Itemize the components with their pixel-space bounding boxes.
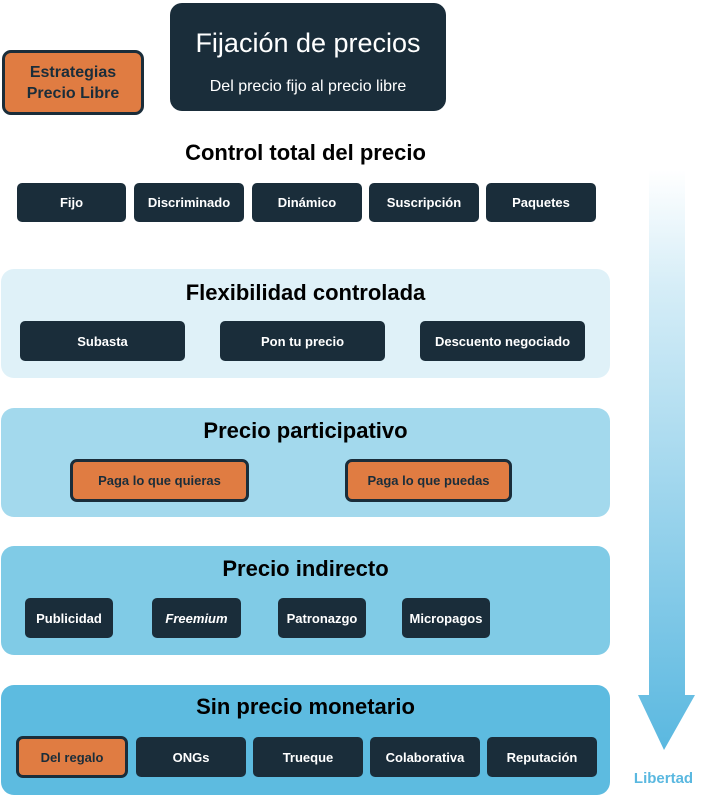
page-subtitle: Del precio fijo al precio libre [209,78,407,95]
item-paquetes: Paquetes [486,183,596,222]
section-title: Sin precio monetario [196,694,415,719]
item-publicidad: Publicidad [25,598,113,638]
item-patronazgo: Patronazgo [278,598,366,638]
section-title: Precio participativo [203,418,408,443]
item-discriminado: Discriminado [134,183,244,222]
item-paga-lo-que-puedas: Paga lo que puedas [345,459,512,502]
item-suscripcion: Suscripción [369,183,479,222]
item-reputacion: Reputación [487,737,597,777]
freedom-arrow-icon [638,170,695,750]
item-ongs: ONGs [136,737,246,777]
item-freemium: Freemium [152,598,241,638]
item-dinamico: Dinámico [252,183,362,222]
item-fijo: Fijo [17,183,126,222]
section-participativo: Precio participativo Paga lo que quieras… [1,408,610,517]
item-micropagos: Micropagos [402,598,490,638]
item-del-regalo: Del regalo [16,736,128,778]
item-paga-lo-que-quieras: Paga lo que quieras [70,459,249,502]
badge-line-2: Precio Libre [26,84,120,102]
item-descuento-negociado: Descuento negociado [420,321,585,361]
title-box: Fijación de precios Del precio fijo al p… [170,3,446,111]
section-flexibilidad: Flexibilidad controlada Subasta Pon tu p… [1,269,610,378]
section-title: Flexibilidad controlada [185,280,426,305]
item-subasta: Subasta [20,321,185,361]
section-title: Precio indirecto [222,556,389,581]
item-colaborativa: Colaborativa [370,737,480,777]
badge-line-1: Estrategias [29,63,117,81]
strategies-badge: Estrategias Precio Libre [2,50,144,115]
freedom-label: Libertad [633,770,694,787]
section-control-total: Control total del precio Fijo Discrimina… [1,133,610,233]
section-sin-precio: Sin precio monetario Del regalo ONGs Tru… [1,685,610,795]
item-pon-tu-precio: Pon tu precio [220,321,385,361]
item-trueque: Trueque [253,737,363,777]
section-indirecto: Precio indirecto Publicidad Freemium Pat… [1,546,610,655]
page-title: Fijación de precios [195,28,421,58]
section-title: Control total del precio [185,140,426,165]
arrow-shape [638,170,695,750]
